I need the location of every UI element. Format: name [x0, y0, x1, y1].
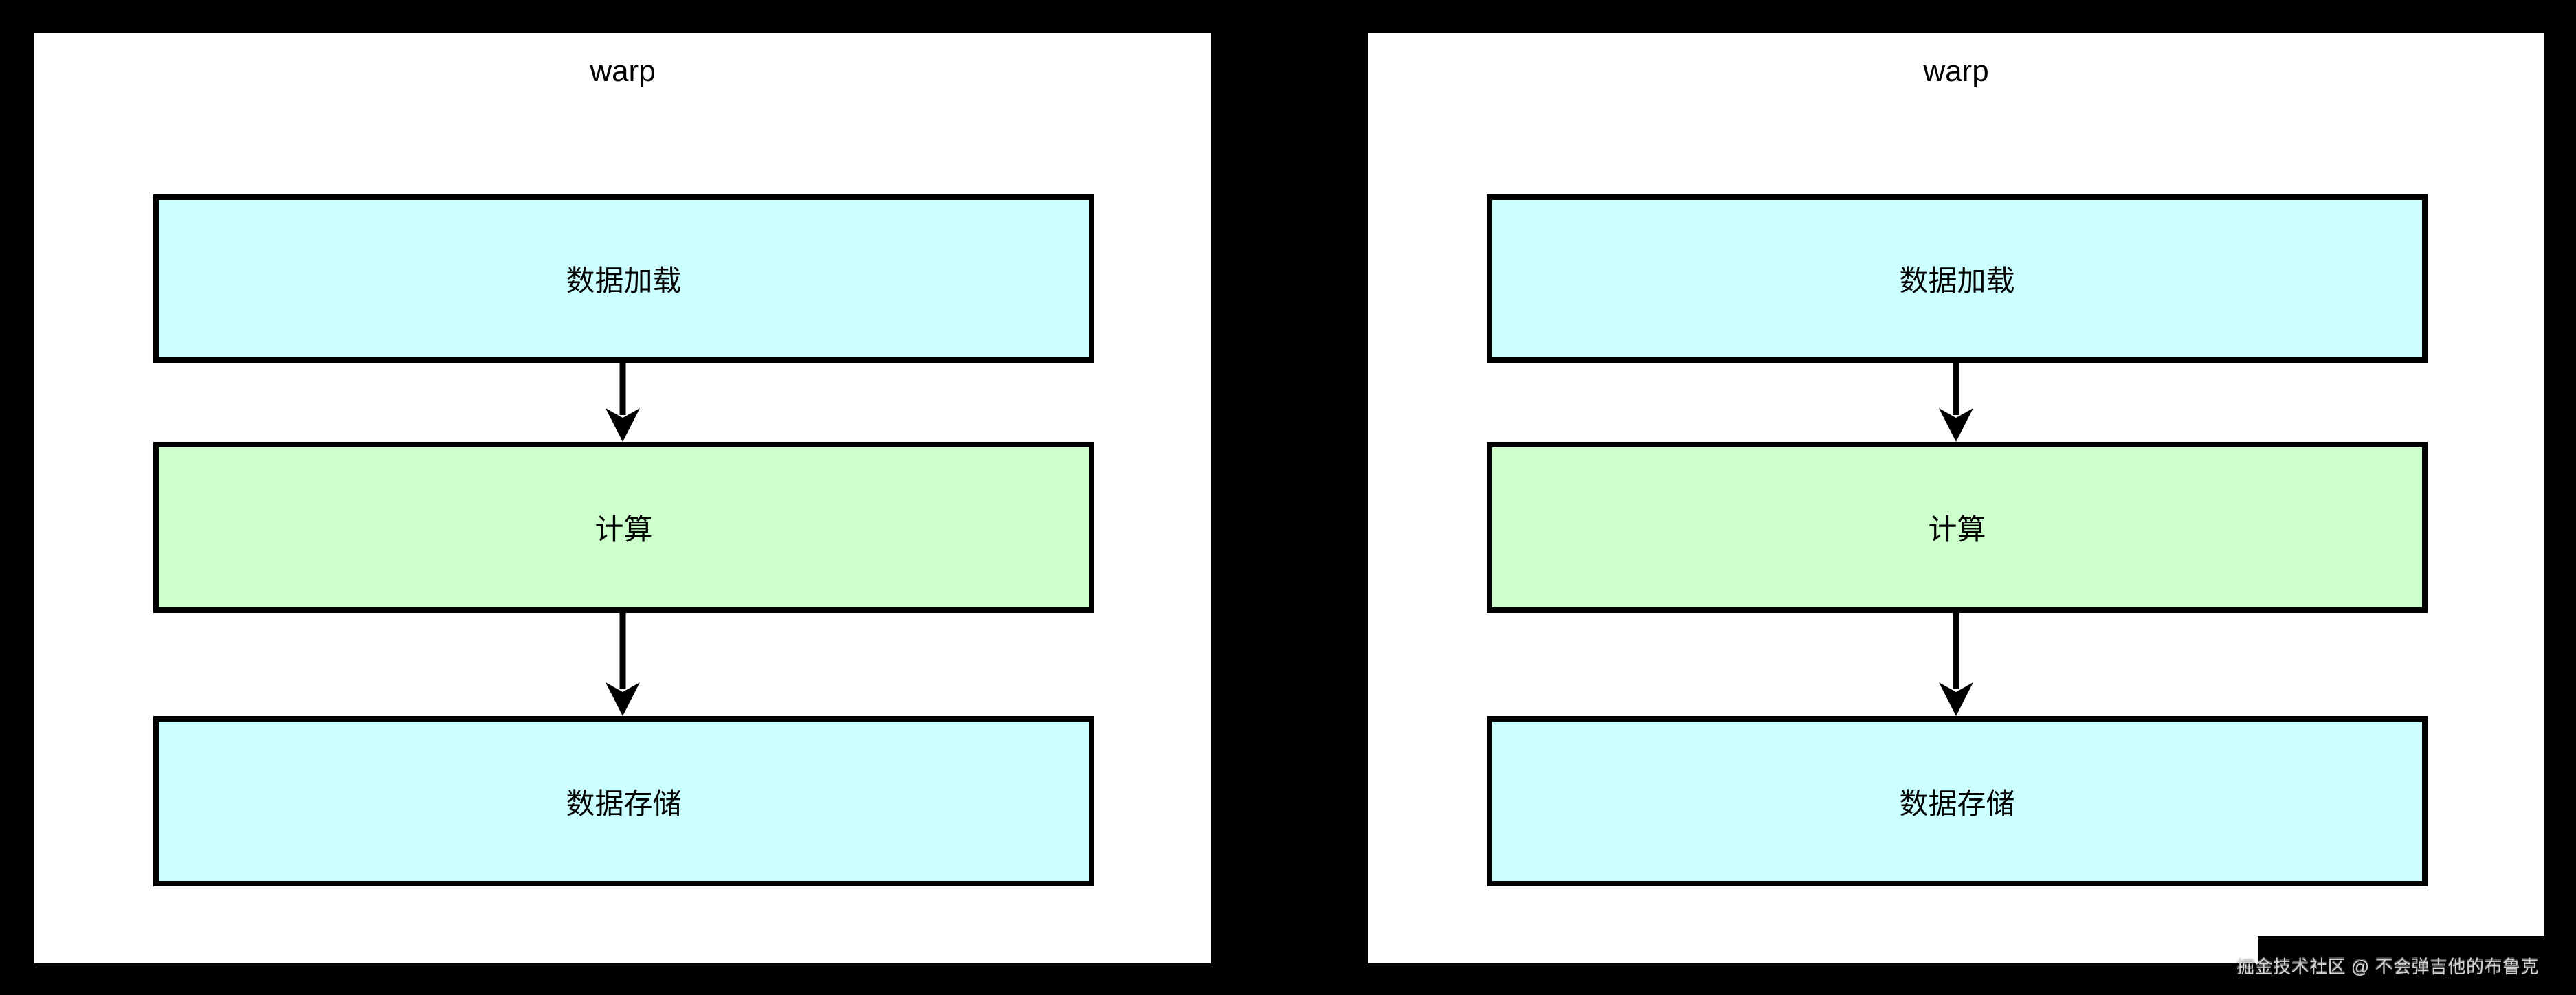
arrow-down-icon	[606, 361, 640, 442]
node-data-store: 数据存储	[1487, 716, 2428, 886]
flowchart-panel-left: warp 数据加载 计算 数据存储	[34, 33, 1211, 963]
watermark-box: 掘金技术社区 @ 不会弹吉他的布鲁克	[2236, 936, 2576, 995]
panel-title: warp	[1923, 54, 1989, 88]
panel-title: warp	[590, 54, 656, 88]
node-label: 计算	[595, 513, 653, 546]
node-label: 数据存储	[566, 787, 682, 820]
arrow-down-icon	[606, 612, 640, 716]
node-label: 计算	[1928, 513, 1986, 546]
node-label: 数据存储	[1899, 787, 2015, 820]
node-compute: 计算	[1487, 442, 2428, 613]
node-compute: 计算	[153, 442, 1094, 613]
watermark: 掘金技术社区 @ 不会弹吉他的布鲁克	[2236, 956, 2539, 977]
arrow-down-icon	[1939, 612, 1973, 716]
node-data-load: 数据加载	[1487, 194, 2428, 363]
node-data-load: 数据加载	[153, 194, 1094, 363]
node-label: 数据加载	[1899, 265, 2015, 297]
node-label: 数据加载	[566, 265, 682, 297]
flowchart-panel-right: warp 数据加载 计算 数据存储	[1368, 33, 2544, 963]
arrow-down-icon	[1939, 361, 1973, 442]
node-data-store: 数据存储	[153, 716, 1094, 886]
